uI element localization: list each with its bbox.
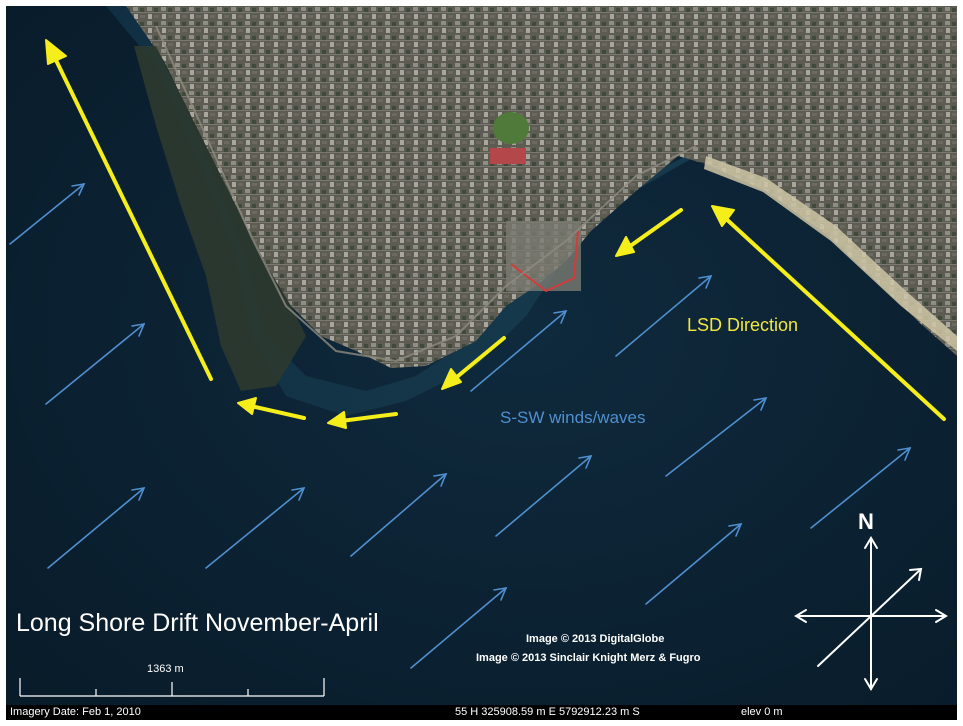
drift-arrow-lsd bbox=[711, 205, 946, 421]
wind-arrow bbox=[495, 454, 593, 537]
wind-arrow bbox=[615, 274, 713, 357]
drift-arrow-bay bbox=[441, 336, 506, 390]
land-area bbox=[126, 6, 957, 368]
image-credit: Image © 2013 Sinclair Knight Merz & Fugr… bbox=[476, 652, 701, 664]
wind-arrow bbox=[47, 486, 146, 569]
wind-arrow bbox=[350, 472, 448, 557]
wind-arrow bbox=[9, 182, 86, 245]
elevation-readout: elev 0 m bbox=[741, 706, 783, 718]
sports-court bbox=[490, 148, 526, 164]
imagery-date: Imagery Date: Feb 1, 2010 bbox=[10, 706, 141, 718]
drift-arrow-north bbox=[45, 39, 213, 381]
park-oval bbox=[493, 112, 529, 144]
wind-arrow bbox=[205, 486, 306, 569]
drift-arrows bbox=[45, 39, 946, 429]
drift-arrow-reef bbox=[327, 411, 398, 429]
drift-arrow-point bbox=[237, 397, 306, 420]
compass-north-label: N bbox=[858, 509, 874, 534]
map-title: Long Shore Drift November-April bbox=[16, 609, 379, 637]
wind-arrows bbox=[9, 182, 912, 669]
wind-arrow bbox=[645, 522, 743, 605]
marina bbox=[506, 221, 581, 291]
image-credit: Image © 2013 DigitalGlobe bbox=[526, 633, 665, 645]
coastal-road bbox=[155, 25, 697, 363]
wind-arrow bbox=[665, 396, 768, 477]
marina-outline bbox=[510, 230, 579, 293]
winds-label: S-SW winds/waves bbox=[500, 408, 646, 427]
wind-arrow bbox=[470, 309, 568, 392]
map-canvas bbox=[6, 6, 957, 720]
drift-arrow-marina bbox=[615, 208, 683, 257]
compass-rose bbox=[794, 536, 948, 691]
wind-arrow bbox=[810, 446, 912, 529]
rocky-headland bbox=[134, 46, 306, 391]
wind-arrow bbox=[45, 322, 146, 405]
beach-strip bbox=[704, 156, 957, 351]
wind-arrow bbox=[410, 586, 508, 669]
scale-bar bbox=[19, 678, 325, 697]
scale-label: 1363 m bbox=[147, 663, 184, 675]
status-bar: Imagery Date: Feb 1, 2010 55 H 325908.59… bbox=[6, 705, 957, 720]
satellite-map[interactable]: LSD Direction S-SW winds/waves Long Shor… bbox=[6, 6, 957, 720]
lsd-direction-label: LSD Direction bbox=[687, 315, 799, 335]
coordinates-readout: 55 H 325908.59 m E 5792912.23 m S bbox=[455, 706, 640, 718]
